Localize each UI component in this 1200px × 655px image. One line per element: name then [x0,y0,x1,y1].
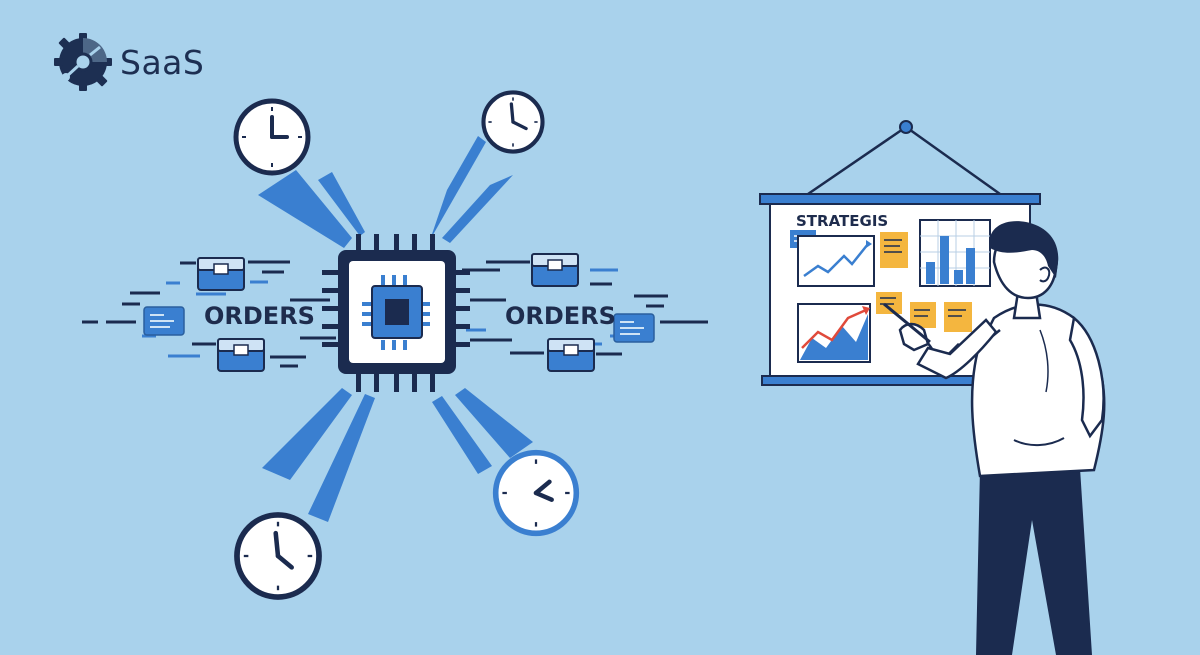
brand-logo[interactable]: SaaS [54,33,204,91]
motion-lines-right [462,260,708,356]
order-box-icon [531,253,579,287]
brand-name: SaaS [120,42,205,82]
gear-network-icon [54,33,112,91]
motion-lines-left [82,260,336,368]
board-title: STRATEGIS [796,212,888,230]
burst-rays [258,136,533,522]
area-chart-icon [797,303,871,363]
order-box-icon [217,338,265,372]
processor-chip-icon [322,234,470,392]
presenter-person [883,221,1106,655]
clock-icon [492,449,580,537]
clock-icon [483,92,542,151]
clock-icon [236,101,308,173]
bar-chart-icon [919,219,991,287]
clock-icon [237,515,319,597]
order-box-icon [197,257,245,291]
order-box-icon [547,338,595,372]
order-card-icon [613,313,655,343]
line-chart-icon [797,235,875,287]
orders-label-right: ORDERS [505,302,616,330]
orders-label-left: ORDERS [204,302,315,330]
order-card-icon [143,306,185,336]
